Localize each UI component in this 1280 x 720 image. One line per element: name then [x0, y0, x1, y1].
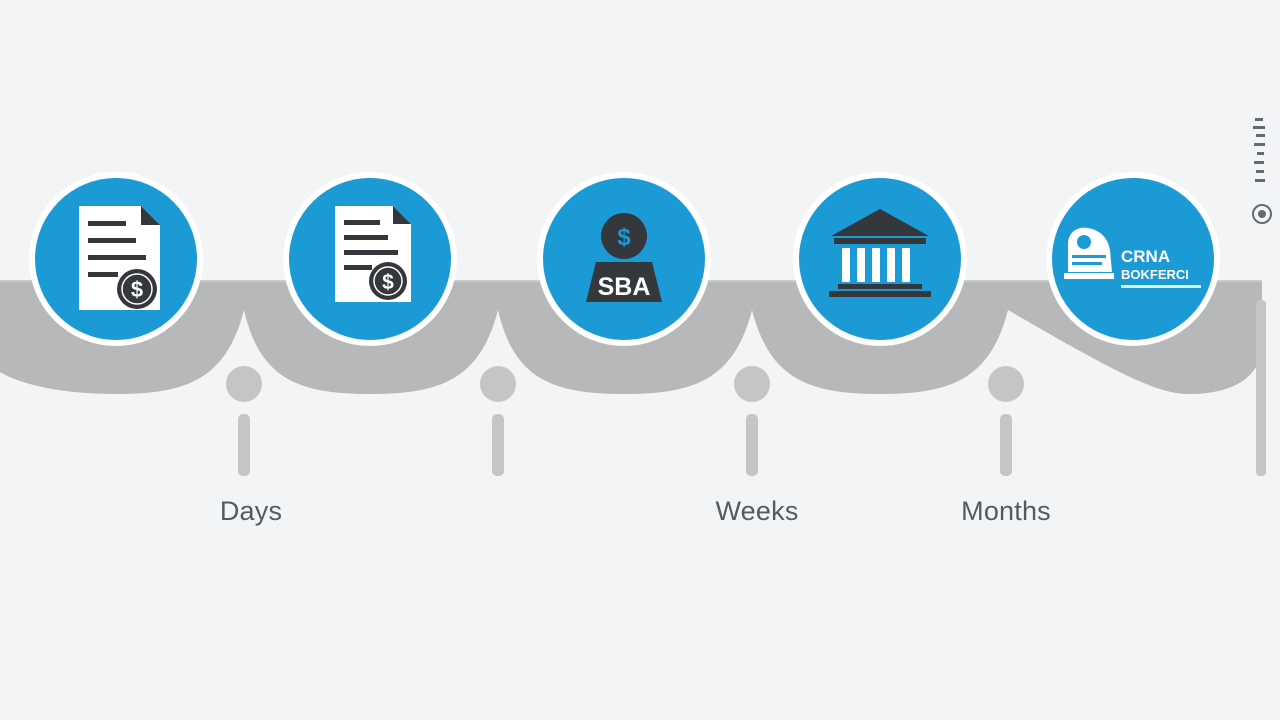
edge-decoration-icon: [1252, 118, 1272, 224]
svg-text:$: $: [617, 224, 631, 251]
node-review: $: [283, 172, 457, 346]
bank-building-icon: [829, 209, 931, 297]
marker-2: [480, 366, 516, 476]
node-funding: CRNA BOKFERCI: [1046, 172, 1220, 346]
node-circle: [1052, 178, 1214, 340]
logo-icon: [1064, 227, 1114, 279]
node-sba: $ SBA: [537, 172, 711, 346]
logo-text-line-2: BOKFERCI: [1121, 267, 1189, 282]
marker-3: [734, 366, 770, 476]
svg-text:$: $: [131, 277, 143, 302]
sba-text: SBA: [598, 273, 651, 301]
timeline-label-days: Days: [219, 496, 283, 526]
marker-4: [988, 366, 1024, 476]
svg-text:$: $: [382, 271, 394, 294]
timeline-label-months: Months: [961, 496, 1051, 526]
sba-dollar-icon: $ SBA: [586, 213, 662, 302]
logo-text-line-1: CRNA: [1121, 247, 1170, 266]
logo-underline: [1121, 285, 1201, 288]
timeline-label-weeks: Weeks: [715, 496, 799, 526]
document-dollar-icon: $: [79, 206, 160, 310]
marker-edge: [1256, 300, 1266, 476]
timeline-markers: [226, 300, 1266, 476]
node-bank: [793, 172, 967, 346]
marker-1: [226, 366, 262, 476]
document-dollar-icon: $: [335, 206, 411, 302]
node-application: $: [29, 172, 203, 346]
